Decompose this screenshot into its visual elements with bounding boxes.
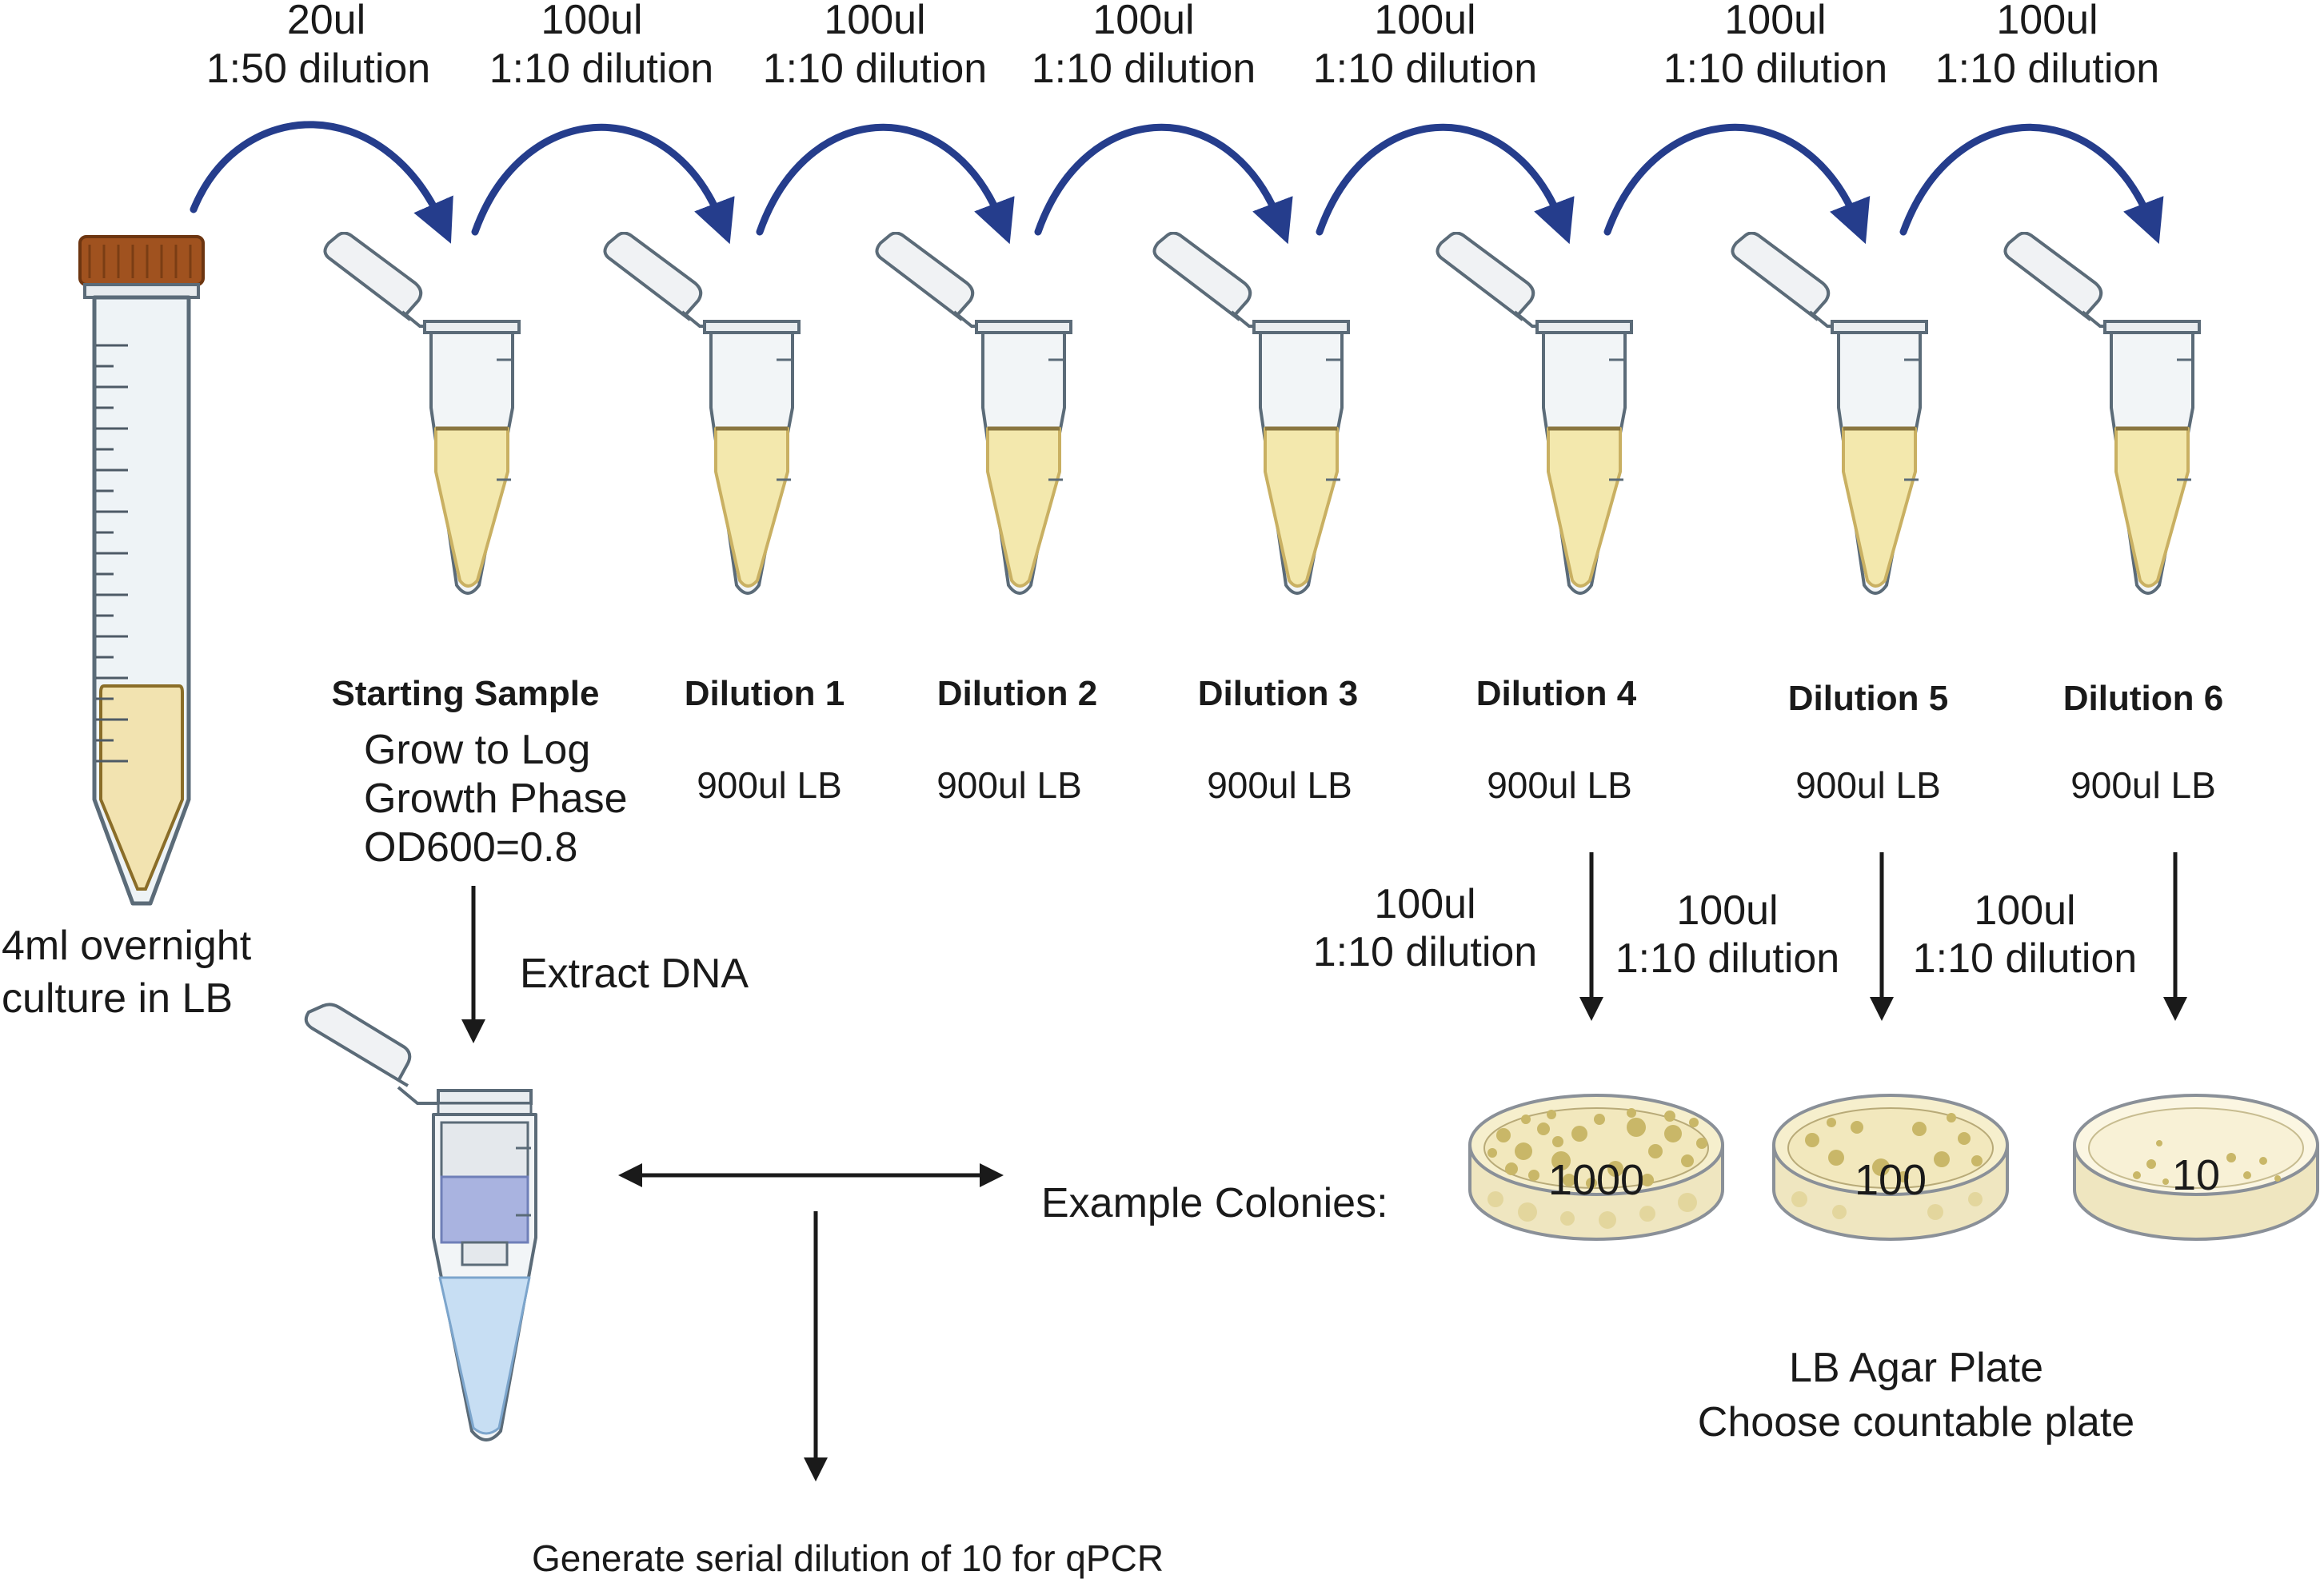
tube-note-line: 900ul LB — [1487, 764, 1632, 806]
tube-label-5: Dilution 5 900ul LB — [1788, 679, 1948, 806]
plating-ratio: 1:10 dilution — [1313, 929, 1537, 975]
extract-dna-label: Extract DNA — [520, 951, 749, 997]
tube-label-6: Dilution 6 900ul LB — [2063, 679, 2223, 806]
culture-label: 4ml overnight culture in LB — [2, 923, 252, 1022]
transfer-volume: 100ul — [1374, 0, 1475, 43]
transfer-label-3: 100ul 1:10 dilution — [1032, 0, 1256, 92]
tube-starting-sample — [325, 233, 519, 593]
tube-note-line: OD600=0.8 — [364, 824, 577, 871]
culture-tube — [78, 235, 205, 906]
tube-title: Dilution 2 — [937, 674, 1097, 713]
culture-tube-graduations — [96, 344, 128, 763]
plate-caption: LB Agar Plate Choose countable plate — [1698, 1345, 2134, 1445]
tube-title: Starting Sample — [332, 674, 600, 713]
tube-dilution-2 — [876, 233, 1071, 593]
transfer-volume: 20ul — [287, 0, 365, 43]
example-colonies-label: Example Colonies: — [1041, 1180, 1388, 1226]
transfer-volume: 100ul — [824, 0, 925, 43]
transfer-ratio: 1:10 dilution — [489, 46, 713, 92]
tube-label-3: Dilution 3 900ul LB — [1198, 674, 1358, 806]
tube-title: Dilution 3 — [1198, 674, 1358, 713]
transfer-label-5: 100ul 1:10 dilution — [1663, 0, 1887, 92]
transfer-label-2: 100ul 1:10 dilution — [763, 0, 987, 92]
tube-label-1: Dilution 1 900ul LB — [685, 674, 845, 806]
tube-label-4: Dilution 4 900ul LB — [1476, 674, 1637, 806]
plate-count: 1000 — [1548, 1156, 1644, 1204]
transfer-volume: 100ul — [1996, 0, 2098, 43]
colonies-sparse — [2133, 1140, 2281, 1185]
plating-ratio: 1:10 dilution — [1615, 935, 1839, 982]
transfer-arc-arrow-0 — [190, 121, 453, 244]
transfer-volume: 100ul — [541, 0, 642, 43]
tube-title: Dilution 1 — [685, 674, 845, 713]
transfer-arc-arrow-3 — [1034, 123, 1293, 245]
transfer-arc-arrow-5 — [1603, 123, 1871, 245]
tube-label-0: Starting Sample Grow to Log Growth Phase… — [332, 674, 628, 871]
tube-note-line: 900ul LB — [936, 764, 1082, 806]
tube-title: Dilution 6 — [2063, 679, 2223, 718]
plating-label-2: 100ul 1:10 dilution — [1615, 887, 1839, 982]
tube-note-line: 900ul LB — [697, 764, 842, 806]
tube-dilution-4 — [1437, 233, 1631, 593]
transfer-volume: 100ul — [1092, 0, 1194, 43]
transfer-ratio: 1:50 dilution — [206, 46, 430, 92]
plating-label-3: 100ul 1:10 dilution — [1913, 887, 2137, 982]
colonies-medium — [1805, 1113, 1983, 1182]
tube-dilution-3 — [1154, 233, 1348, 593]
tube-title: Dilution 5 — [1788, 679, 1948, 718]
qpcr-label: Generate serial dilution of 10 for qPCR — [532, 1537, 1164, 1579]
plate-count: 10 — [2172, 1151, 2220, 1199]
transfer-ratio: 1:10 dilution — [1313, 46, 1537, 92]
tube-note-line: Growth Phase — [364, 776, 628, 822]
plating-ratio: 1:10 dilution — [1913, 935, 2137, 982]
plating-volume: 100ul — [1676, 887, 1778, 934]
culture-label-line1: 4ml overnight — [2, 923, 252, 969]
transfer-arc-arrow-6 — [1899, 123, 2164, 245]
dna-tube — [304, 1003, 537, 1441]
culture-label-line2: culture in LB — [2, 975, 233, 1022]
tube-dilution-1 — [605, 233, 799, 593]
plate-caption-line1: LB Agar Plate — [1789, 1345, 2043, 1391]
dna-liquid — [438, 1276, 531, 1435]
plating-label-1: 100ul 1:10 dilution — [1313, 881, 1537, 975]
plate-count: 100 — [1855, 1156, 1927, 1204]
tube-note-line: 900ul LB — [1207, 764, 1352, 806]
transfer-label-6: 100ul 1:10 dilution — [1935, 0, 2159, 92]
tube-dilution-5 — [1732, 233, 1927, 593]
transfer-arc-arrow-1 — [471, 123, 735, 245]
dna-band — [440, 1175, 529, 1244]
tube-note-line: 900ul LB — [1795, 764, 1941, 806]
transfer-arc-arrow-4 — [1316, 123, 1575, 245]
plate-caption-line2: Choose countable plate — [1698, 1399, 2134, 1445]
plating-volume: 100ul — [1974, 887, 2075, 934]
transfer-label-0: 20ul 1:50 dilution — [206, 0, 430, 92]
transfer-label-4: 100ul 1:10 dilution — [1313, 0, 1537, 92]
plate-10: 10 — [2073, 1094, 2319, 1241]
plating-volume: 100ul — [1374, 881, 1475, 927]
transfer-ratio: 1:10 dilution — [1032, 46, 1256, 92]
culture-liquid — [99, 684, 184, 891]
transfer-ratio: 1:10 dilution — [1935, 46, 2159, 92]
tube-title: Dilution 4 — [1476, 674, 1637, 713]
plate-1000: 1000 — [1468, 1094, 1724, 1241]
colonies-dense — [1487, 1108, 1707, 1189]
tube-note-line: Grow to Log — [364, 727, 590, 773]
culture-tube-cap — [78, 235, 205, 286]
transfer-label-1: 100ul 1:10 dilution — [489, 0, 713, 92]
transfer-ratio: 1:10 dilution — [1663, 46, 1887, 92]
transfer-volume: 100ul — [1724, 0, 1826, 43]
tube-label-2: Dilution 2 900ul LB — [936, 674, 1097, 806]
tube-note-line: 900ul LB — [2070, 764, 2216, 806]
plate-100: 100 — [1772, 1094, 2009, 1241]
tube-dilution-6 — [2005, 233, 2199, 593]
transfer-arc-arrow-2 — [756, 123, 1015, 245]
transfer-ratio: 1:10 dilution — [763, 46, 987, 92]
